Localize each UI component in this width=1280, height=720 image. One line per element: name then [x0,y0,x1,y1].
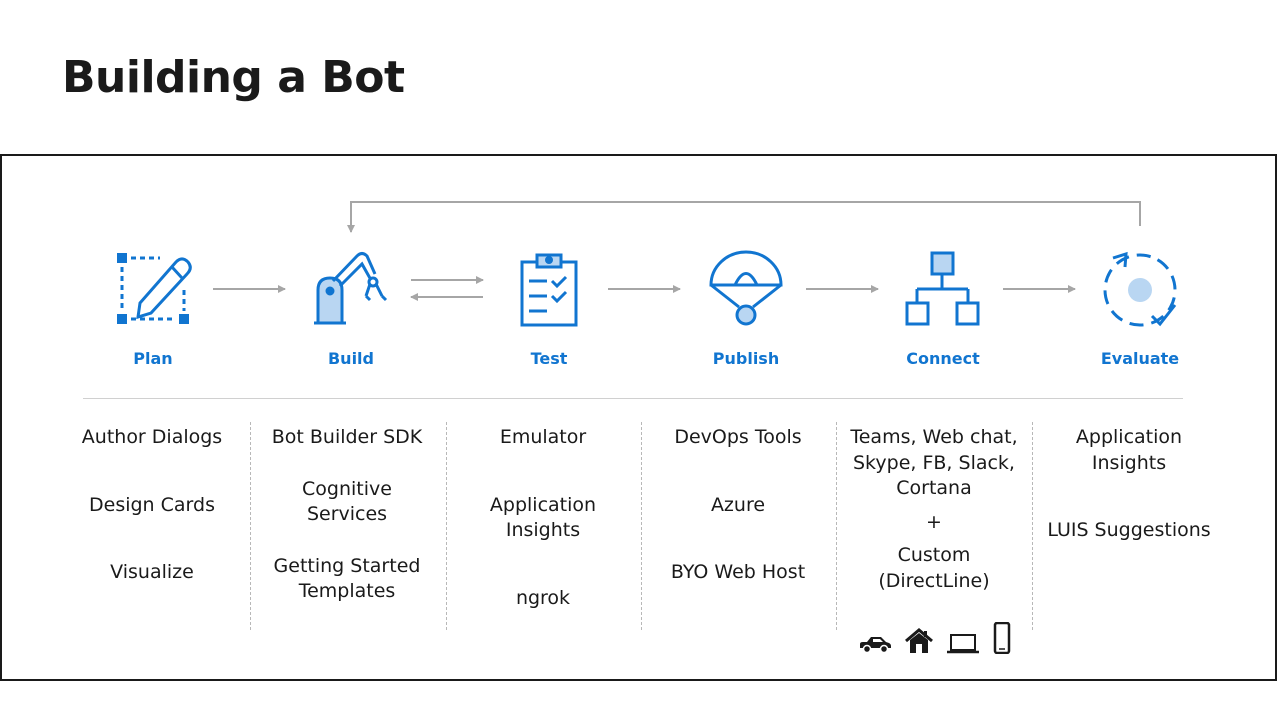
tool-item: ngrok [515,586,571,609]
checklist-clipboard-icon [520,253,578,327]
column-divider [1032,422,1033,630]
tool-item: Cognitive Services [302,477,392,526]
tool-item: BYO Web Host [670,561,806,583]
phone-icon [993,622,1011,654]
slide-title: Building a Bot [62,52,405,103]
car-icon [860,637,891,654]
parachute-icon [709,250,783,326]
stage-label-plan: Plan [133,349,173,368]
test-tools-column: Emulator Application Insights ngrok [449,425,637,611]
tool-item: Azure [710,493,766,516]
laptop-icon [947,634,979,654]
connect-channels-column: Teams, Web chat, Skype, FB, Slack, Corta… [840,425,1028,594]
tool-item: Bot Builder SDK [271,426,423,448]
publish-tools-column: DevOps Tools Azure BYO Web Host [644,425,832,586]
tool-item: Custom (DirectLine) [878,544,990,592]
plus-sign: + [926,510,942,533]
diagram-frame [0,154,1277,681]
feedback-loop-arrow [347,201,1141,233]
stage-label-test: Test [530,349,568,368]
tool-item: Application Insights [489,493,597,542]
tool-item: DevOps Tools [674,426,802,448]
tool-item: Getting Started Templates [273,554,421,603]
home-icon [905,628,933,653]
evaluate-tools-column: Application Insights LUIS Suggestions [1035,425,1223,544]
column-divider [250,422,251,630]
edit-pencil-icon [117,253,192,324]
tool-item: Design Cards [89,493,215,516]
plan-tools-column: Author Dialogs Design Cards Visualize [58,425,246,586]
stage-label-publish: Publish [712,349,780,368]
robot-arm-icon [314,252,388,325]
tool-item: Teams, Web chat, Skype, FB, Slack, Corta… [850,426,1018,499]
column-divider [446,422,447,630]
stage-label-evaluate: Evaluate [1100,349,1180,368]
tool-item: Application Insights [1075,426,1183,474]
stage-label-build: Build [327,349,374,368]
tool-item: Visualize [110,561,194,583]
horizontal-divider [83,398,1183,399]
column-divider [836,422,837,630]
refresh-check-icon [1103,251,1177,327]
network-hierarchy-icon [905,251,980,326]
tool-item: LUIS Suggestions [1047,519,1211,541]
column-divider [641,422,642,630]
build-tools-column: Bot Builder SDK Cognitive Services Getti… [253,425,441,605]
tool-item: Emulator [499,426,587,448]
tool-item: Author Dialogs [81,426,223,448]
device-icons-row [858,622,1012,654]
stage-label-connect: Connect [906,349,980,368]
